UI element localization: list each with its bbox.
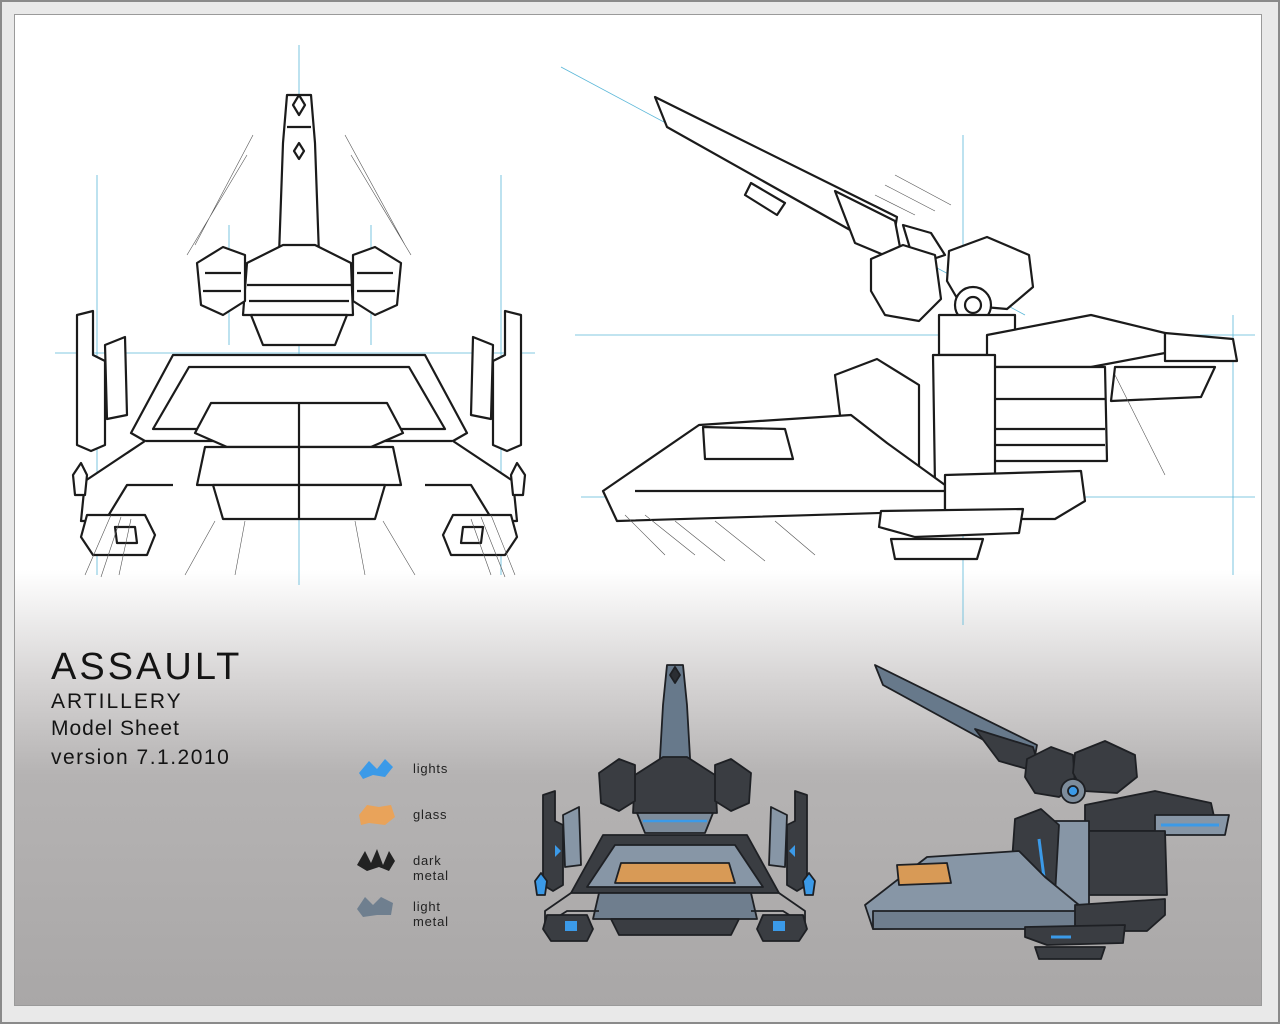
color-front-view	[534, 664, 816, 942]
legend-label: lights	[413, 761, 449, 776]
lights-swatch-icon	[359, 759, 393, 779]
title-main: ASSAULT	[51, 646, 243, 688]
glass-swatch-icon	[359, 805, 395, 825]
title-version: version 7.1.2010	[51, 746, 231, 769]
title-sub: ARTILLERY	[51, 690, 183, 713]
front-hatching	[84, 134, 516, 578]
title-block: ASSAULT ARTILLERY Model Sheet version 7.…	[51, 647, 242, 773]
side-hatching	[624, 174, 1166, 562]
legend-label: dark metal	[413, 853, 449, 883]
light-metal-swatch-icon	[357, 897, 393, 917]
legend-label: glass	[413, 807, 448, 822]
title-doc-type: Model Sheet	[51, 717, 180, 740]
sketch-front-view	[55, 45, 535, 585]
legend-label: light metal	[413, 899, 449, 929]
model-sheet: ASSAULT ARTILLERY Model Sheet version 7.…	[14, 14, 1262, 1006]
color-side-view	[864, 664, 1230, 960]
dark-metal-swatch-icon	[357, 849, 395, 871]
artwork	[55, 45, 1255, 960]
sketch-side-view	[560, 66, 1255, 625]
